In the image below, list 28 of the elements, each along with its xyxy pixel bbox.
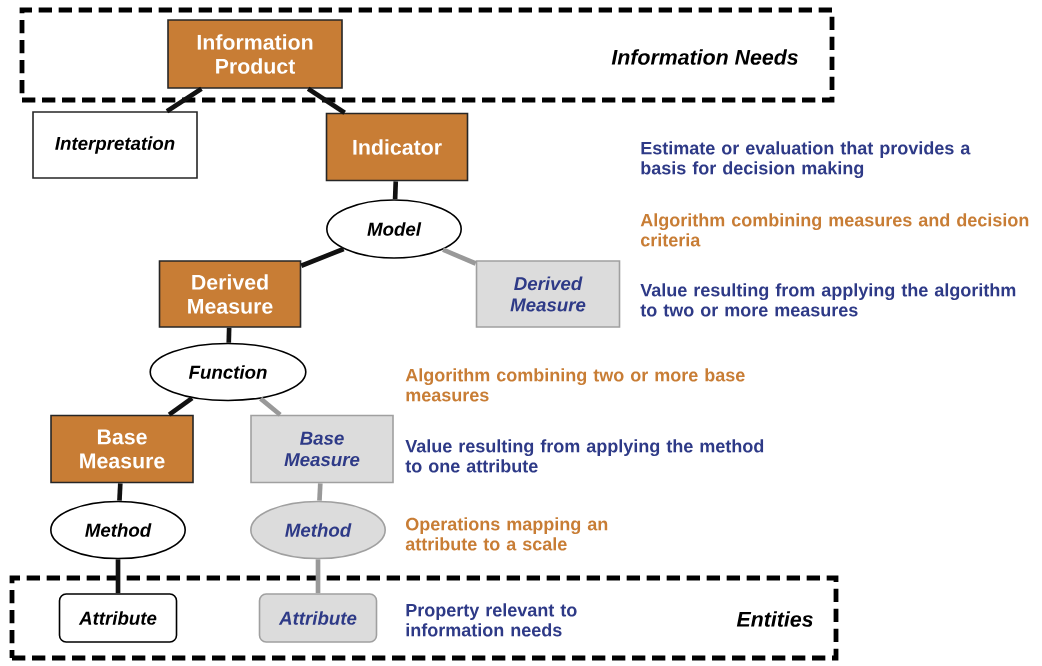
measure-box: Derived Measure: [158, 260, 302, 328]
connector-line: [117, 483, 123, 501]
group-heading: Information Needs: [610, 47, 800, 67]
connector-line: [115, 559, 121, 594]
connector-line: [259, 396, 282, 417]
connector-line: [226, 327, 232, 343]
description-text: Estimate or evaluation that provides a basis for decision making: [641, 141, 971, 179]
entity-box: Attribute: [258, 593, 378, 643]
group-heading: Entities: [735, 609, 815, 629]
measure-box: Base Measure: [250, 414, 394, 484]
measure-box: Indicator: [325, 112, 469, 182]
measure-box: Derived Measure: [475, 260, 621, 328]
description-text: Value resulting from applying the method to one attribute: [405, 439, 764, 473]
connector-line: [442, 247, 477, 266]
measure-box: Base Measure: [50, 414, 194, 484]
description-text: Operations mapping an attribute to a scale: [405, 517, 608, 551]
process-box: Interpretation: [32, 111, 198, 179]
connector-line: [306, 86, 346, 115]
description-text: Algorithm combining measures and decision criteria: [640, 213, 1029, 247]
connector-line: [317, 483, 323, 501]
description-text: Property relevant to information needs: [406, 603, 577, 637]
connector-line: [300, 246, 345, 268]
connector-line: [392, 181, 399, 200]
measure-box: Information Product: [167, 19, 343, 89]
description-text: Algorithm combining two or more base measures: [405, 368, 745, 402]
connector-line: [315, 559, 321, 594]
description-text: Value resulting from applying the algorithm to two or more measures: [640, 283, 1016, 317]
entity-box: Attribute: [58, 593, 178, 643]
